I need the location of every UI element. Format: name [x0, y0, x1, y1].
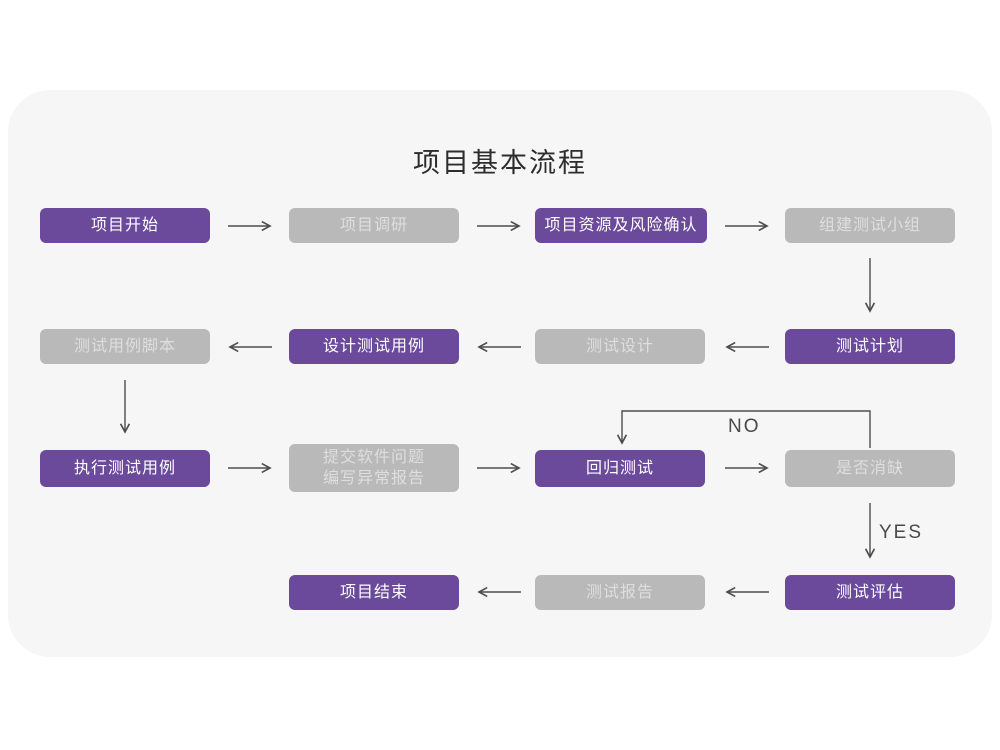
node-label: 是否消缺: [835, 460, 904, 477]
node-label: 测试评估: [835, 584, 904, 601]
node-design-test-cases: 设计测试用例: [289, 329, 459, 364]
node-test-evaluation: 测试评估: [785, 575, 955, 610]
node-label: 测试报告: [585, 584, 654, 601]
node-submit-issues-report: 提交软件问题 编写异常报告: [289, 444, 459, 492]
node-build-test-team: 组建测试小组: [785, 208, 955, 243]
node-label: 项目开始: [90, 217, 159, 234]
node-label: 项目调研: [339, 217, 408, 234]
node-label: 测试计划: [835, 338, 904, 355]
edge-label-yes: YES: [879, 522, 924, 543]
node-label: 项目结束: [339, 584, 408, 601]
node-label: 测试设计: [585, 338, 654, 355]
node-test-case-script: 测试用例脚本: [40, 329, 210, 364]
node-test-design: 测试设计: [535, 329, 705, 364]
node-project-start: 项目开始: [40, 208, 210, 243]
node-test-report: 测试报告: [535, 575, 705, 610]
node-regression-test: 回归测试: [535, 450, 705, 487]
node-test-plan: 测试计划: [785, 329, 955, 364]
node-label-line1: 提交软件问题: [322, 449, 425, 466]
flowchart-card: [8, 90, 992, 657]
node-label: 设计测试用例: [322, 338, 425, 355]
node-defect-resolved: 是否消缺: [785, 450, 955, 487]
page-title: 项目基本流程: [413, 148, 587, 178]
node-label: 执行测试用例: [73, 460, 176, 477]
edge-label-no: NO: [728, 416, 761, 437]
node-label: 项目资源及风险确认: [544, 217, 698, 234]
node-label: 回归测试: [585, 460, 654, 477]
node-project-end: 项目结束: [289, 575, 459, 610]
node-label: 测试用例脚本: [73, 338, 176, 355]
node-resource-risk-confirm: 项目资源及风险确认: [535, 208, 707, 243]
node-execute-test-cases: 执行测试用例: [40, 450, 210, 487]
node-label-line2: 编写异常报告: [322, 470, 425, 487]
node-project-research: 项目调研: [289, 208, 459, 243]
node-label: 组建测试小组: [818, 217, 921, 234]
